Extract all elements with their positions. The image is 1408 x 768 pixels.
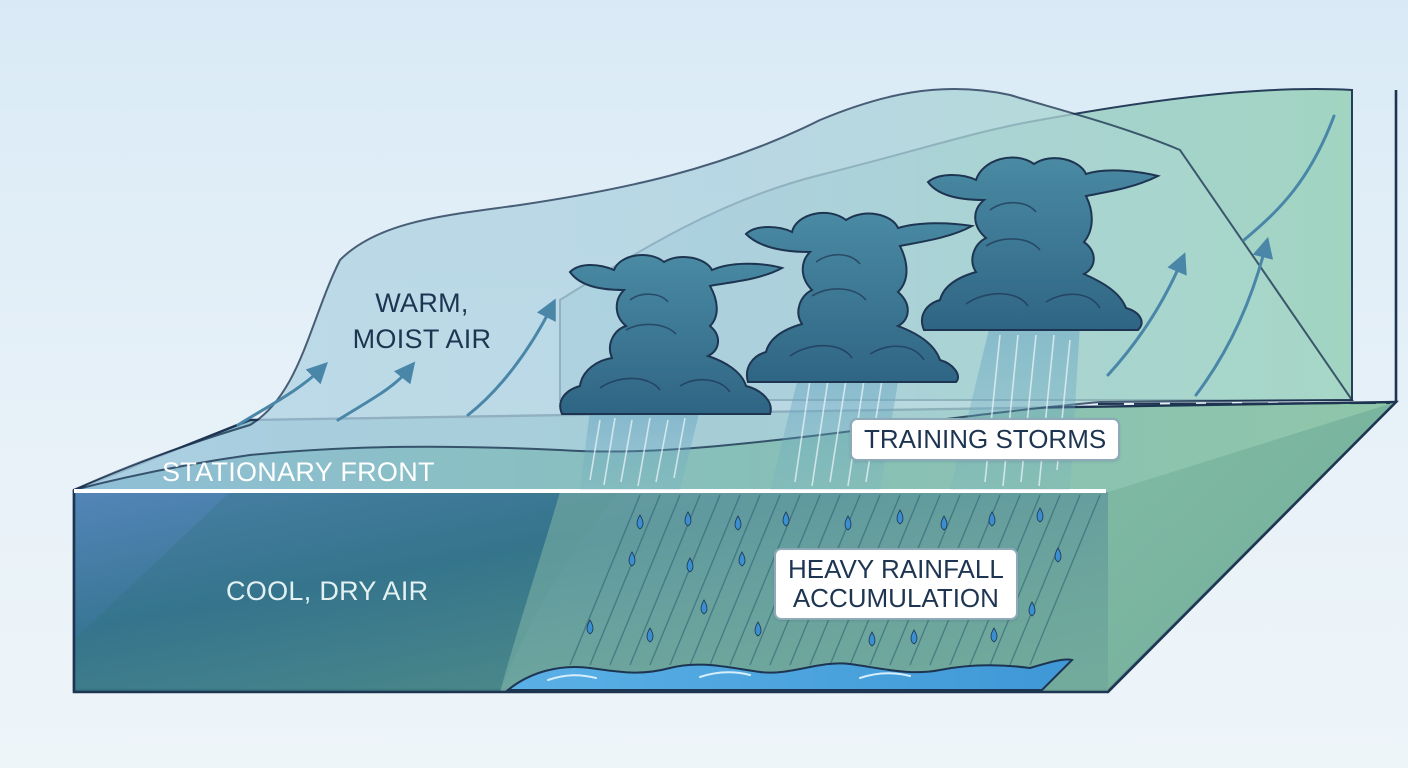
rainfall-accumulation-callout: HEAVY RAINFALL ACCUMULATION bbox=[774, 548, 1018, 620]
rain-drop-icon bbox=[738, 551, 746, 567]
rain-drop-icon bbox=[896, 509, 904, 525]
rain-drop-icon bbox=[940, 515, 948, 531]
rain-drop-icon bbox=[1028, 601, 1036, 617]
storm-cloud-icon bbox=[744, 211, 976, 383]
front-dashed-line bbox=[1097, 402, 1391, 405]
storm-cloud-icon bbox=[921, 156, 1161, 331]
rain-drop-icon bbox=[782, 511, 790, 527]
air-flow-arrow-icon bbox=[236, 362, 328, 427]
training-storms-callout: TRAINING STORMS bbox=[850, 418, 1121, 461]
water-pool-icon bbox=[505, 658, 1074, 691]
rain-drop-icon bbox=[636, 514, 644, 530]
block-outline bbox=[72, 90, 1398, 694]
rain-drop-icon bbox=[988, 511, 996, 527]
rain-drops bbox=[586, 507, 1062, 647]
rain-hatching bbox=[569, 494, 1101, 666]
storm-cloud-2 bbox=[744, 211, 976, 383]
storm-cloud-3 bbox=[921, 156, 1161, 331]
rainfall-label-line2: ACCUMULATION bbox=[792, 583, 999, 613]
rain-drop-icon bbox=[586, 619, 594, 635]
rain-drop-icon bbox=[1054, 547, 1062, 563]
rain-drop-icon bbox=[868, 631, 876, 647]
rain-drop-icon bbox=[700, 599, 708, 615]
stationary-front-label: STATIONARY FRONT bbox=[162, 457, 435, 487]
air-flow-arrow-icon bbox=[1106, 252, 1187, 377]
rain-drop-icon bbox=[628, 551, 636, 567]
rain-drop-icon bbox=[686, 557, 694, 573]
air-flow-arrow-icon bbox=[1194, 236, 1274, 397]
storm-cloud-1 bbox=[559, 254, 785, 415]
training-storms-label: TRAINING STORMS bbox=[864, 424, 1107, 454]
storm-cloud-icon bbox=[559, 254, 785, 415]
air-flow-arrow-icon bbox=[1242, 114, 1336, 242]
air-flow-arrows bbox=[236, 114, 1336, 427]
rainfall-label-line1: HEAVY RAINFALL bbox=[788, 554, 1004, 584]
water-ripples bbox=[547, 671, 911, 681]
rain-drop-icon bbox=[734, 515, 742, 531]
rain-drop-icon bbox=[990, 627, 998, 643]
rain-drop-icon bbox=[684, 511, 692, 527]
rain-drop-icon bbox=[910, 629, 918, 645]
warm-air-label-line1: WARM, bbox=[375, 288, 468, 318]
warm-air-label-line2: MOIST AIR bbox=[353, 324, 492, 354]
air-flow-arrow-icon bbox=[336, 361, 416, 422]
rain-drop-icon bbox=[1036, 507, 1044, 523]
rain-drop-icon bbox=[844, 515, 852, 531]
rain-drop-icon bbox=[754, 621, 762, 637]
rain-drop-icon bbox=[646, 627, 654, 643]
air-flow-arrow-icon bbox=[466, 298, 556, 417]
cool-air-label: COOL, DRY AIR bbox=[226, 576, 428, 606]
cool-air-diagonal-shade bbox=[74, 492, 620, 692]
